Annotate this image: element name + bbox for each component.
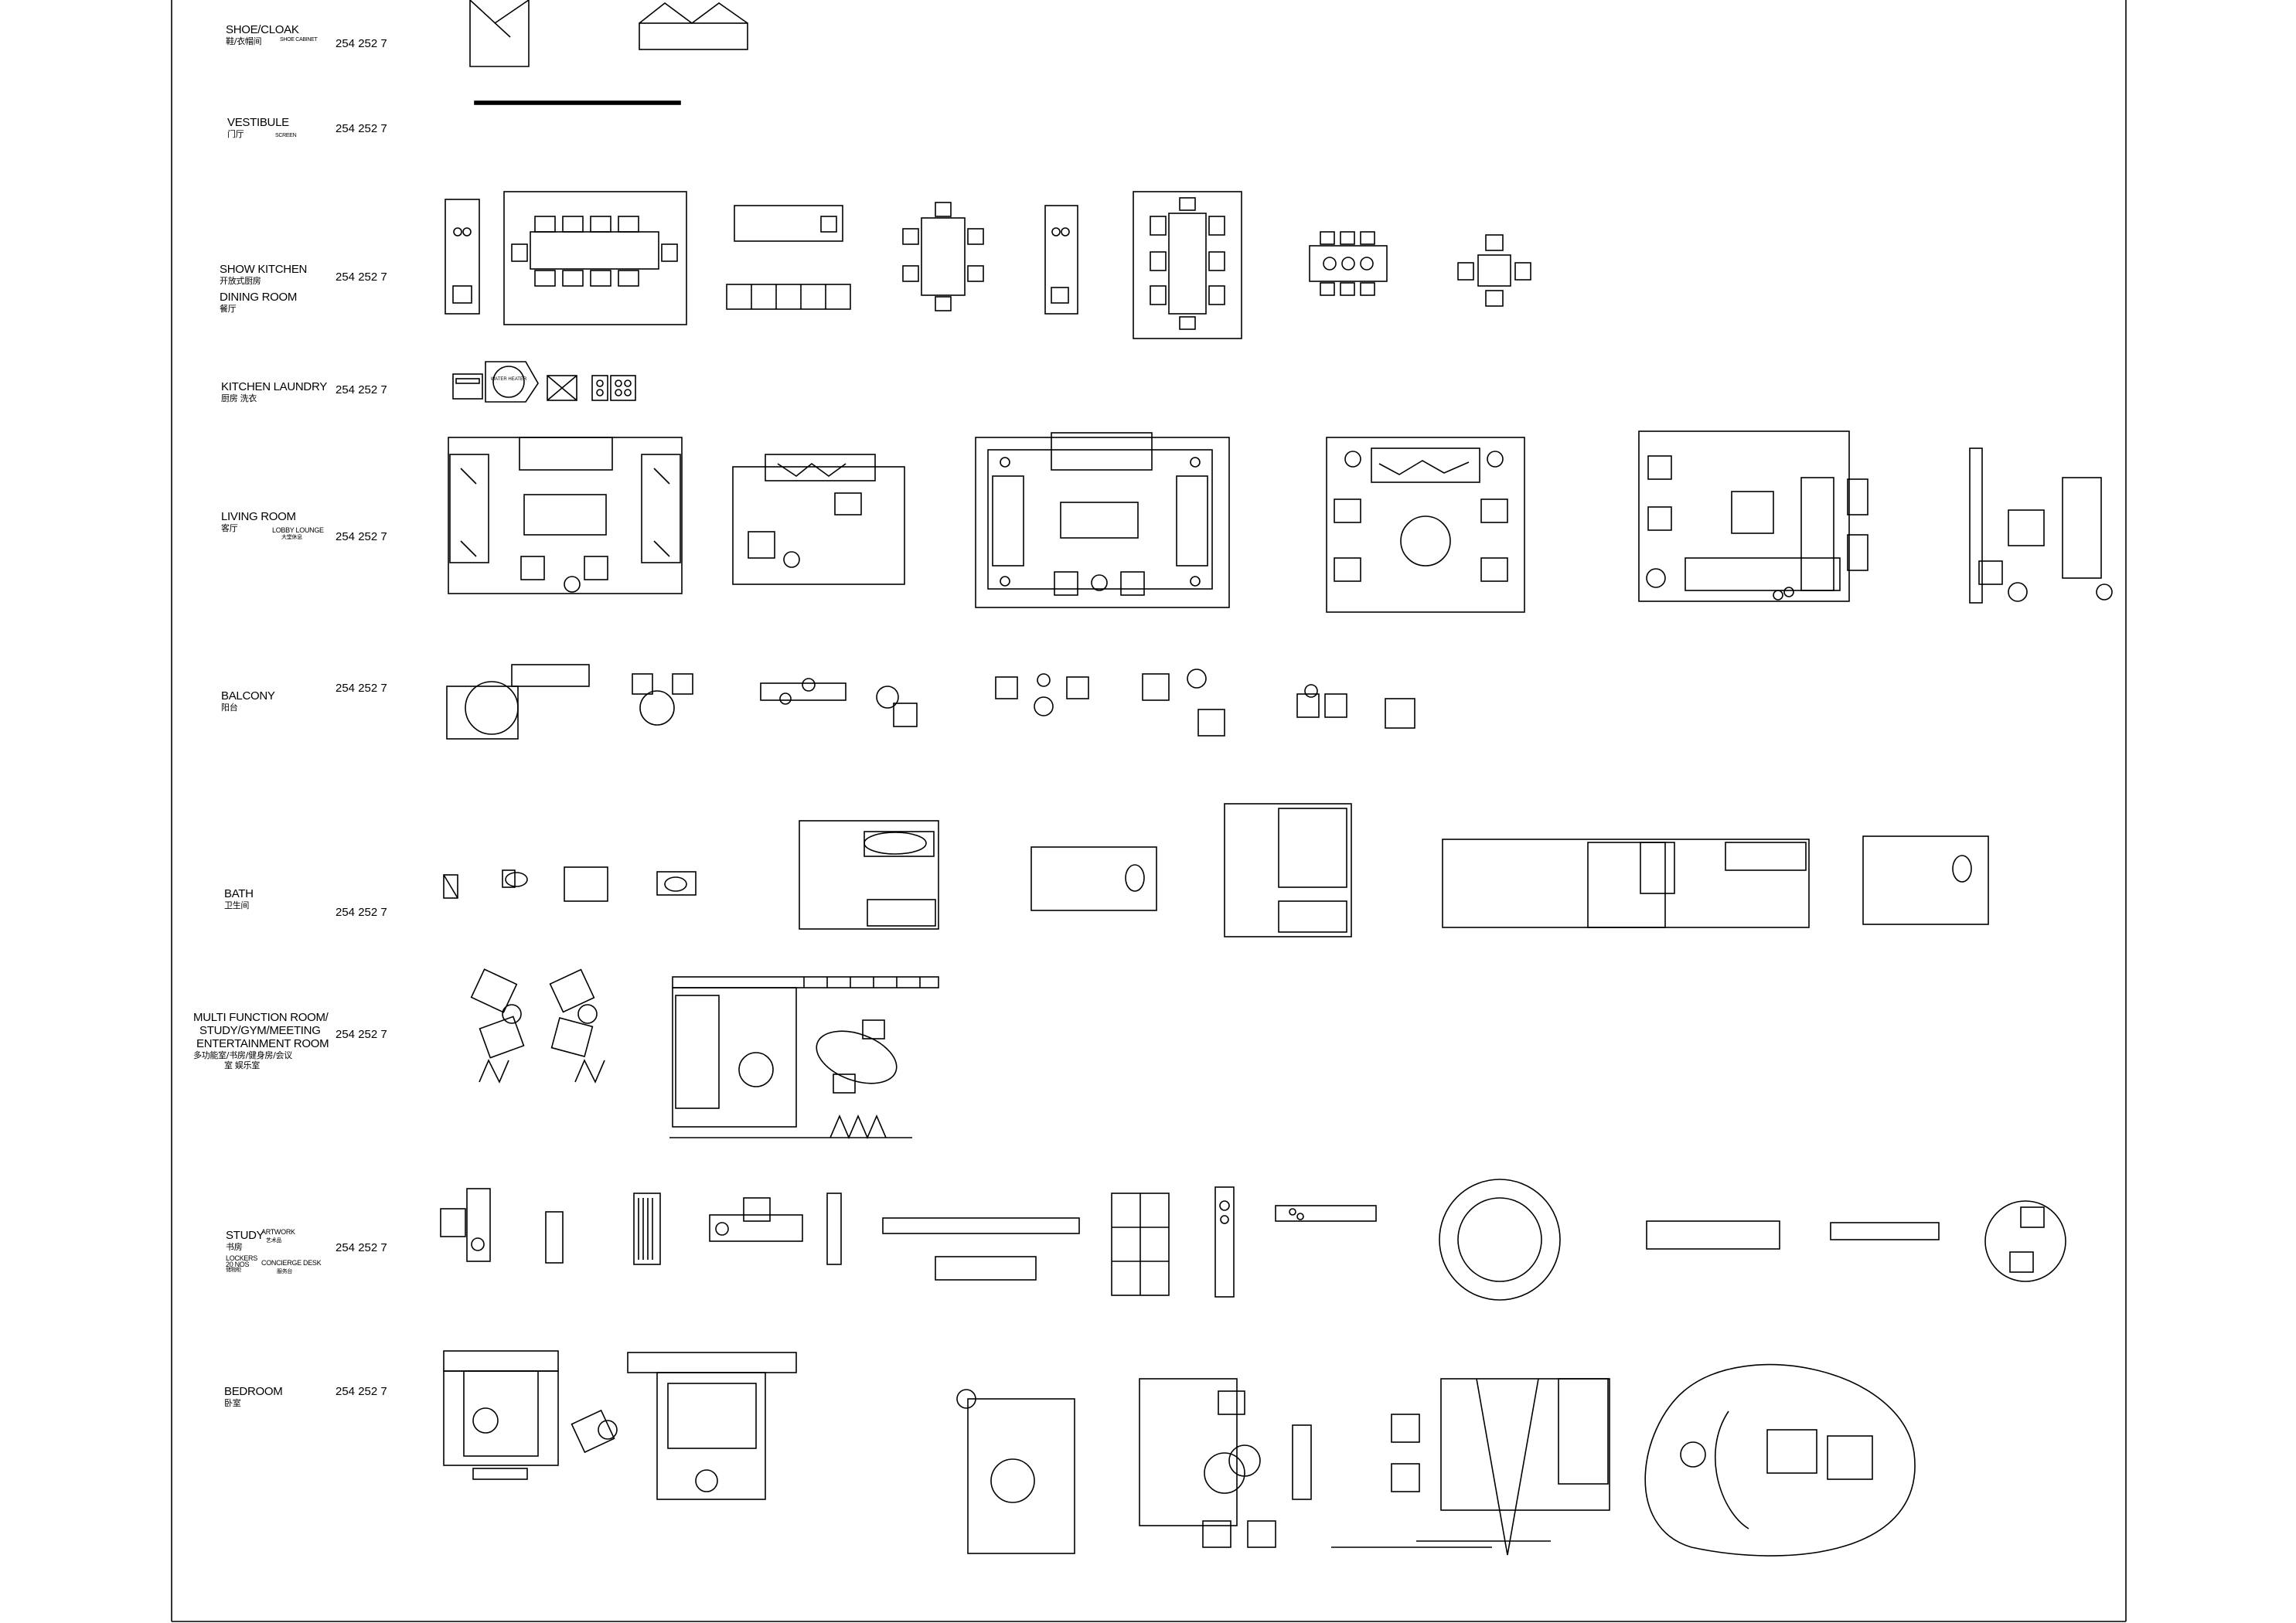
row-code-kitchen-laundry: 254 252 7 xyxy=(336,383,387,396)
kitchen-counter-block xyxy=(726,205,851,310)
bath-blocks xyxy=(443,803,1989,937)
balcony-blocks xyxy=(446,664,1415,740)
kitchen-unit-block xyxy=(1044,205,1078,315)
row-label-study: STUDY 书房 ARTWORK 艺术品 LOCKERS 20 NOS 储物柜 … xyxy=(226,1228,322,1275)
row-code-shoe-cloak: 254 252 7 xyxy=(336,37,387,50)
row-code-bedroom: 254 252 7 xyxy=(336,1385,387,1398)
row-code-study: 254 252 7 xyxy=(336,1241,387,1254)
living-set-d-block xyxy=(1326,437,1525,613)
row-label-bath: BATH 卫生间 xyxy=(224,887,254,910)
row-code-balcony: 254 252 7 xyxy=(336,682,387,695)
row-label-vestibule: VESTIBULE 门厅 SCREEN xyxy=(227,116,297,139)
vestibule-screen-block xyxy=(474,100,681,105)
bench-block xyxy=(639,2,748,50)
row-code-multi-function: 254 252 7 xyxy=(336,1028,387,1041)
multi-function-blocks xyxy=(470,968,939,1140)
row-label-kitchen-laundry: KITCHEN LAUNDRY 厨房 洗衣 xyxy=(221,380,327,403)
living-set-b-block xyxy=(732,454,905,585)
square-dining-table-block xyxy=(1457,234,1531,307)
bedroom-blocks xyxy=(443,1350,1916,1557)
kitchen-dining-blocks xyxy=(445,191,1531,339)
study-blocks xyxy=(440,1179,2066,1301)
dining-table-six-seat-block xyxy=(902,202,984,311)
kitchen-laundry-blocks: WATER HEATER xyxy=(452,361,636,403)
living-room-blocks xyxy=(448,430,2113,613)
row-label-multi-function: MULTI FUNCTION ROOM/ STUDY/GYM/MEETING E… xyxy=(193,1011,329,1070)
row-code-vestibule: 254 252 7 xyxy=(336,122,387,135)
living-set-a-block xyxy=(448,437,683,594)
row-label-show-kitchen: SHOW KITCHEN 开放式厨房 DINING ROOM 餐厅 xyxy=(220,263,308,314)
dining-table-eight-seat-block xyxy=(1133,191,1242,339)
row-label-shoe-cloak: SHOE/CLOAK 鞋/衣帽间 SHOE CABINET xyxy=(226,23,318,46)
living-set-e-block xyxy=(1638,430,1868,602)
row-label-balcony: BALCONY 阳台 xyxy=(221,689,275,713)
row-code-show-kitchen: 254 252 7 xyxy=(336,270,387,284)
row-label-living-room: LIVING ROOM 客厅 LOBBY LOUNGE 大堂休息 xyxy=(221,510,324,540)
kitchen-island-block xyxy=(445,199,480,315)
living-set-c-block xyxy=(975,432,1230,608)
water-heater-label: WATER HEATER xyxy=(491,377,527,382)
row-code-living-room: 254 252 7 xyxy=(336,530,387,543)
dining-table-round-chairs-block xyxy=(1309,231,1388,296)
sheet-frame xyxy=(171,0,2127,1622)
row-code-bath: 254 252 7 xyxy=(336,906,387,919)
shoe-cabinet-block xyxy=(469,0,530,67)
living-set-f-block xyxy=(1969,447,2113,604)
row-label-bedroom: BEDROOM 卧室 xyxy=(224,1385,283,1408)
dining-table-ten-seat-block xyxy=(503,191,687,325)
shoe-cloak-blocks xyxy=(469,0,748,67)
